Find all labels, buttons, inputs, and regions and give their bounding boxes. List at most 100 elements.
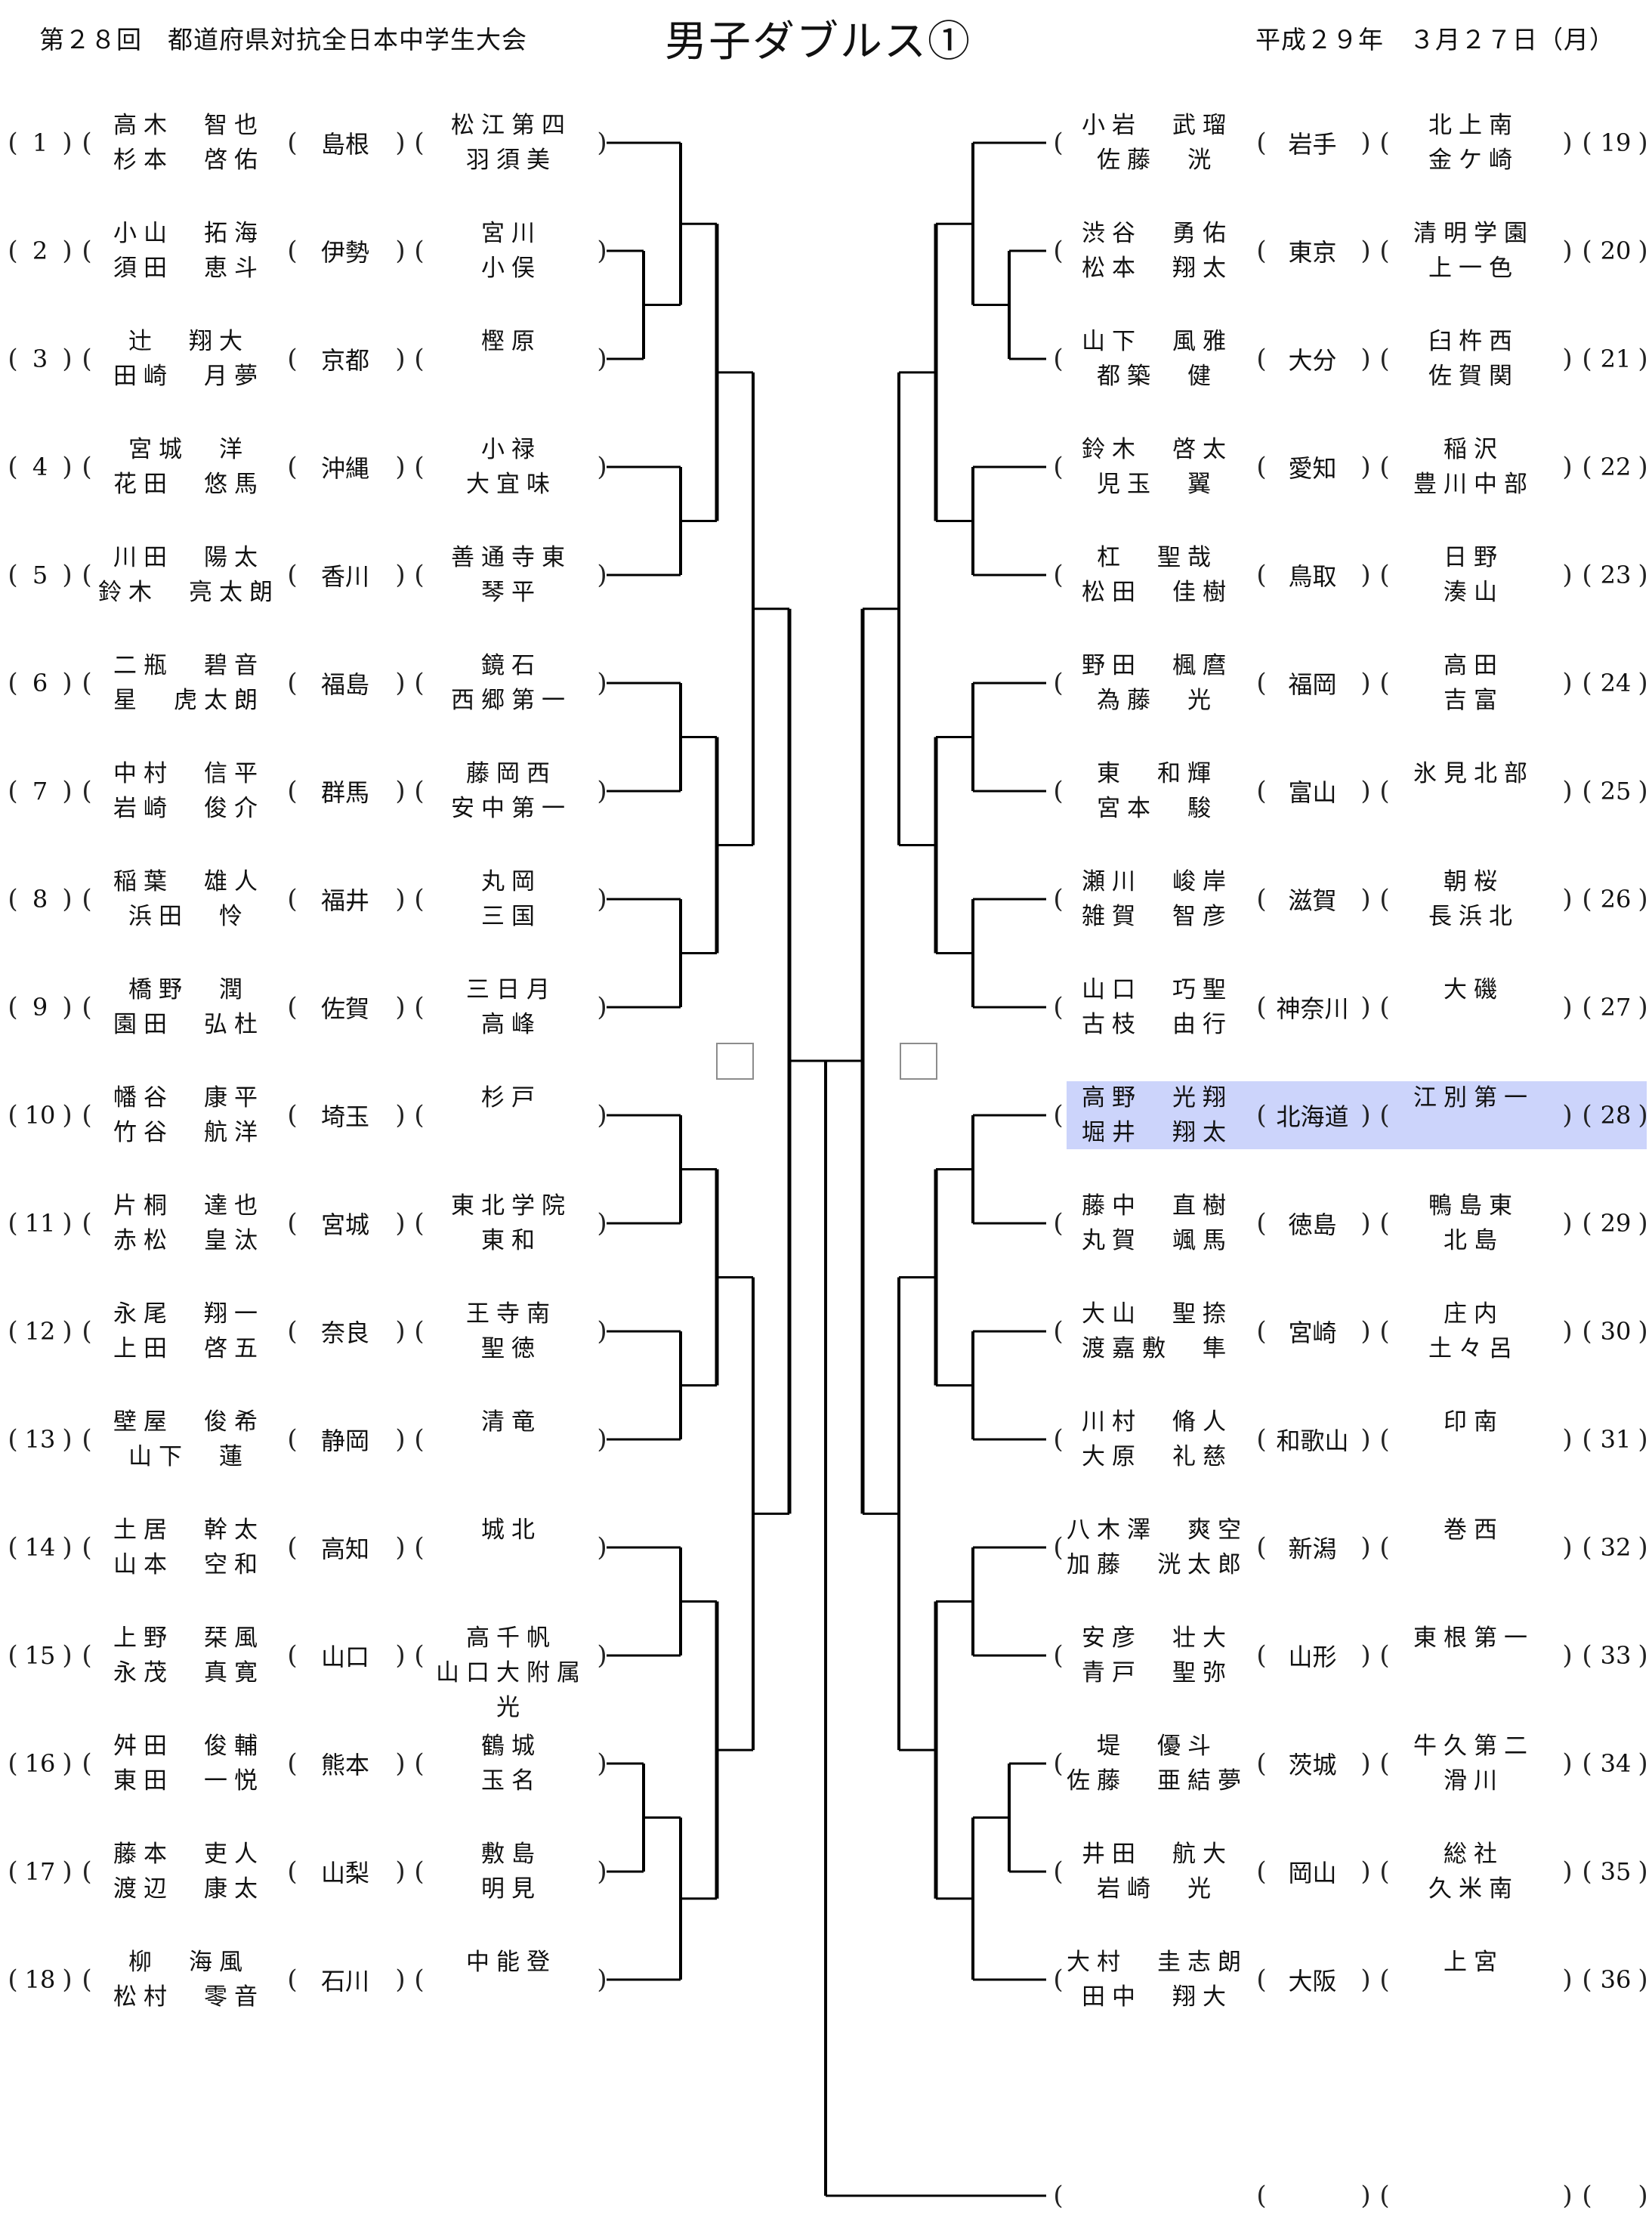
prefecture-text: 熊本: [320, 1751, 369, 1779]
school-names: 杉戸: [429, 1079, 594, 1152]
school-1: 松江第四: [451, 112, 572, 139]
player-names: 辻 翔大田崎 月夢: [98, 323, 279, 395]
paren: (: [1582, 1100, 1592, 1130]
bracket-entry[interactable]: (15)(上野 栞風永茂 真寛(山口)(高千帆山口大附属光): [0, 1619, 1652, 1721]
paren: ): [1638, 1424, 1648, 1455]
paren: (: [1256, 1316, 1267, 1346]
school-names: 敷島明見: [429, 1835, 594, 1908]
bracket-entry[interactable]: (渋谷 勇佑松本 翔太(東京)(清明学園上一色)(20): [0, 215, 1652, 287]
prefecture-text: 高知: [320, 1535, 369, 1563]
player-1: 橋野 潤: [128, 976, 249, 1003]
paren: ): [1638, 992, 1648, 1022]
paren: ): [62, 1100, 73, 1130]
school-1: 小禄: [481, 436, 542, 463]
bracket-entry[interactable]: (大山 聖捺渡嘉敷 隼(宮崎)(庄内土々呂)(30): [0, 1295, 1652, 1368]
bracket-entry[interactable]: (1)(高木 智也杉本 啓佑(島根)(松江第四羽須美): [0, 107, 1652, 179]
seed-number: 17: [21, 1835, 59, 1908]
player-names: 柳 海風松村 零音: [98, 1943, 279, 2016]
player-1: 鈴木 啓太: [1082, 436, 1233, 463]
bracket-entry[interactable]: (安彦 壮大青戸 聖弥(山形)(東根第一)(33): [0, 1619, 1652, 1692]
prefecture: 宮城: [304, 1187, 387, 1260]
bracket-entry[interactable]: (18)(柳 海風松村 零音(石川)(中能登): [0, 1943, 1652, 2016]
bracket-entry[interactable]: (藤中 直樹丸賀 颯馬(徳島)(鴨島東北島)(29): [0, 1187, 1652, 1260]
paren: (: [414, 560, 425, 590]
bracket-entry[interactable]: (7)(中村 信平岩崎 俊介(群馬)(藤岡西安中第一): [0, 755, 1652, 827]
paren: (: [1053, 1748, 1064, 1779]
player-names: 永尾 翔一上田 啓五: [98, 1295, 279, 1368]
bracket-entry[interactable]: (杠 聖哉松田 佳樹(鳥取)(日野湊山)(23): [0, 539, 1652, 611]
player-2: 丸賀 颯馬: [1082, 1227, 1233, 1254]
school-2: 久米南: [1428, 1875, 1519, 1903]
bracket-entry[interactable]: (9)(橋野 潤園田 弘杜(佐賀)(三日月高峰): [0, 971, 1652, 1043]
paren: (: [287, 236, 298, 266]
bracket-entry[interactable]: (10)(幡谷 康平竹谷 航洋(埼玉)(杉戸): [0, 1079, 1652, 1152]
prefecture: 福井: [304, 863, 387, 935]
bracket-entry[interactable]: (堤 優斗佐藤 亜結夢(茨城)(牛久第二滑川)(34): [0, 1727, 1652, 1800]
paren: ): [597, 1424, 607, 1455]
bracket-entry[interactable]: (11)(片桐 達也赤松 皇汰(宮城)(東北学院東和): [0, 1187, 1652, 1260]
bracket-entry[interactable]: (13)(壁屋 俊希山下 蓮(静岡)(清竜): [0, 1403, 1652, 1476]
bracket-entry[interactable]: (4)(宮城 洋花田 悠馬(沖縄)(小禄大宜味): [0, 431, 1652, 503]
bracket-entry[interactable]: (瀬川 峻岸雑賀 智彦(滋賀)(朝桜長浜北)(26): [0, 863, 1652, 935]
paren: (: [287, 1424, 298, 1455]
paren: ): [597, 236, 607, 266]
school-2: 東和: [481, 1227, 542, 1254]
bracket-entry[interactable]: (山下 風雅都築 健(大分)(臼杵西佐賀関)(21): [0, 323, 1652, 395]
school-names: 高田吉富: [1394, 647, 1553, 719]
bracket-entry[interactable]: (山口 巧聖古枝 由行(神奈川)(大磯)(27): [0, 971, 1652, 1043]
player-1: 川田 陽太: [113, 544, 264, 571]
bracket-entry[interactable]: (野田 楓麿為藤 光(福岡)(高田吉富)(24): [0, 647, 1652, 719]
bracket-entry[interactable]: (12)(永尾 翔一上田 啓五(奈良)(王寺南聖徳): [0, 1295, 1652, 1368]
player-names: 堤 優斗佐藤 亜結夢: [1067, 1727, 1248, 1800]
paren: (: [287, 884, 298, 914]
paren: (: [1582, 1965, 1592, 1995]
paren: (: [1379, 668, 1390, 698]
bracket-entry[interactable]: (3)(辻 翔大田崎 月夢(京都)(樫原): [0, 323, 1652, 395]
paren: (: [287, 1856, 298, 1887]
seed-number-text: 26: [1600, 885, 1632, 914]
bracket-entry[interactable]: (川村 脩人大原 礼慈(和歌山)(印南)(31): [0, 1403, 1652, 1476]
player-names: 二瓶 碧音星 虎太朗: [98, 647, 279, 719]
bracket-entry[interactable]: (6)(二瓶 碧音星 虎太朗(福島)(鏡石西郷第一): [0, 647, 1652, 719]
paren: ): [1562, 344, 1573, 374]
bracket-entry[interactable]: (井田 航大岩崎 光(岡山)(総社久米南)(35): [0, 1835, 1652, 1908]
bracket-entry[interactable]: (小岩 武瑠佐藤 洸(岩手)(北上南金ケ崎)(19): [0, 107, 1652, 179]
bracket-entry[interactable]: (高野 光翔堀井 翔太(北海道)(江別第一)(28): [0, 1079, 1652, 1152]
school-1: 藤岡西: [466, 760, 557, 787]
paren: (: [1582, 1532, 1592, 1563]
player-1: 杠 聖哉: [1097, 544, 1218, 571]
bracket-entry[interactable]: (八木澤 爽空加藤 洸太郎(新潟)(巻西)(32): [0, 1511, 1652, 1584]
bracket-entry[interactable]: (鈴木 啓太児玉 翼(愛知)(稲沢豊川中部)(22): [0, 431, 1652, 503]
paren: ): [1638, 1208, 1648, 1238]
paren: (: [287, 668, 298, 698]
bracket-entry[interactable]: (14)(土居 幹太山本 空和(高知)(城北): [0, 1511, 1652, 1584]
paren: (: [1582, 344, 1592, 374]
bracket-entry[interactable]: (大村 圭志朗田中 翔大(大阪)(上宮)(36): [0, 1943, 1652, 2016]
paren: (: [1256, 1424, 1267, 1455]
bracket-entry[interactable]: (16)(舛田 俊輔東田 一悦(熊本)(鶴城玉名): [0, 1727, 1652, 1800]
paren: ): [62, 1208, 73, 1238]
player-names: 幡谷 康平竹谷 航洋: [98, 1079, 279, 1152]
bracket-entry[interactable]: (2)(小山 拓海須田 恵斗(伊勢)(宮川小俣): [0, 215, 1652, 287]
paren: (: [1582, 1424, 1592, 1455]
bracket-entry[interactable]: (東 和輝宮本 駿(富山)(氷見北部)(25): [0, 755, 1652, 827]
school-1: 総社: [1444, 1841, 1504, 1868]
player-1: 宮城 洋: [128, 436, 249, 463]
bracket-entry[interactable]: (5)(川田 陽太鈴木 亮太朗(香川)(善通寺東琴平): [0, 539, 1652, 611]
player-2: 松本 翔太: [1082, 255, 1233, 282]
prefecture-text: 沖縄: [320, 454, 369, 483]
school-names: 臼杵西佐賀関: [1394, 323, 1553, 395]
player-2: 花田 悠馬: [113, 471, 264, 498]
bracket-entry[interactable]: (17)(藤本 吏人渡辺 康太(山梨)(敷島明見): [0, 1835, 1652, 1908]
paren: ): [62, 344, 73, 374]
player-names: 宮城 洋花田 悠馬: [98, 431, 279, 503]
school-2: 佐賀関: [1428, 363, 1519, 390]
paren: (: [414, 1748, 425, 1779]
paren: (: [82, 1856, 92, 1887]
bracket-entry[interactable]: (8)(稲葉 雄人浜田 怜(福井)(丸岡三国): [0, 863, 1652, 935]
prefecture-text: 群馬: [320, 778, 369, 807]
bracket-entry[interactable]: (()()(): [0, 2159, 1652, 2232]
paren: (: [8, 1748, 18, 1779]
paren: ): [1562, 776, 1573, 806]
paren: ): [1638, 668, 1648, 698]
